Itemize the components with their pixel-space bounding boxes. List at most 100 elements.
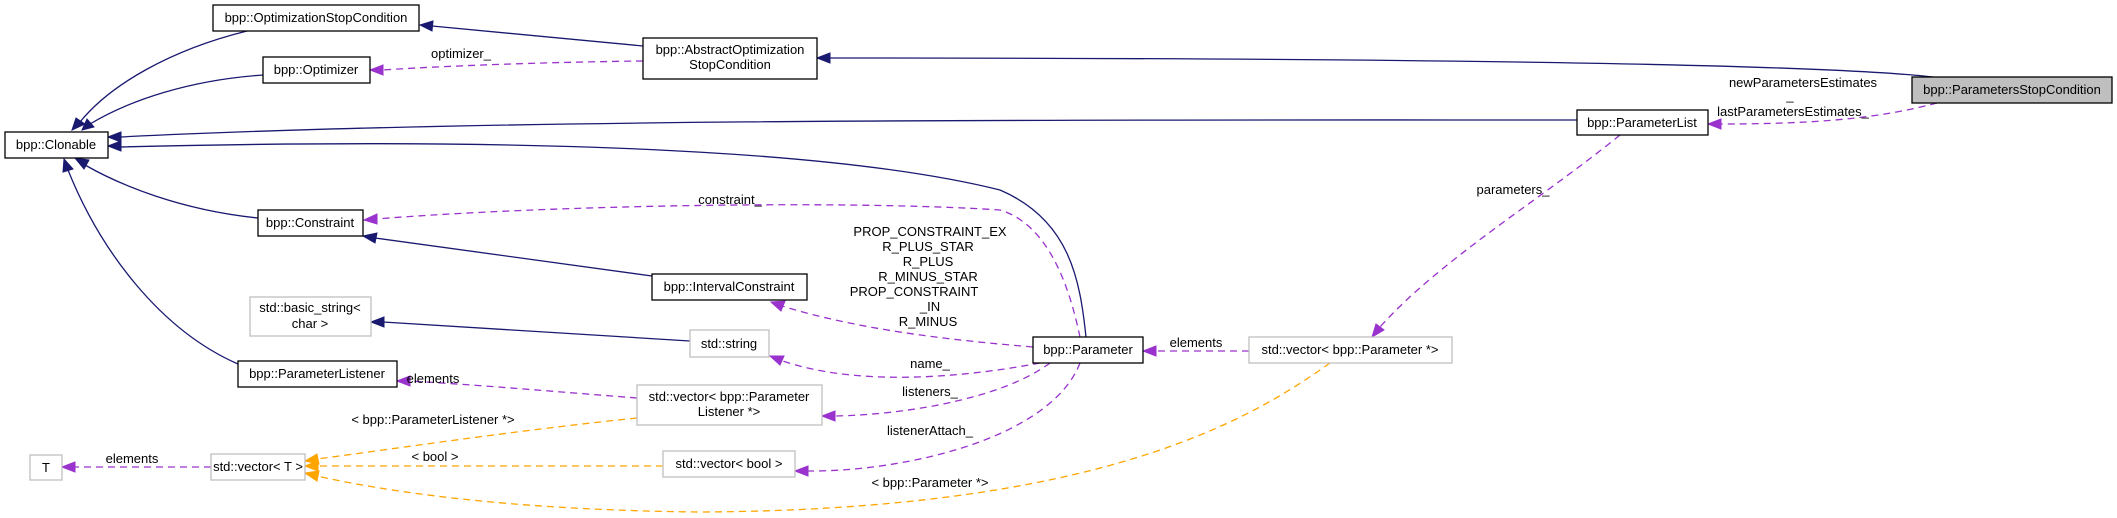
- svg-text:bpp::Parameter: bpp::Parameter: [1043, 342, 1133, 357]
- arrowhead-icon: [769, 300, 786, 312]
- label-elements-listener: elements: [407, 371, 460, 386]
- label-last-parameters-estimates: lastParametersEstimates_: [1717, 104, 1869, 119]
- node-basic-string: std::basic_string< char >: [249, 296, 372, 337]
- edge-usage-constraint: [375, 204, 1081, 338]
- node-optimizer[interactable]: bpp::Optimizer: [262, 56, 371, 84]
- svg-text:T: T: [42, 460, 50, 475]
- label-constant: R_MINUS: [899, 314, 958, 329]
- arrowhead-icon: [815, 52, 831, 64]
- node-abstract-optimization-stop-condition[interactable]: bpp::AbstractOptimization StopCondition: [642, 37, 818, 80]
- node-vector-parameter: std::vector< bpp::Parameter *>: [1248, 336, 1453, 364]
- svg-text:StopCondition: StopCondition: [689, 57, 771, 72]
- edge-inherit-paramlist-clonable: [119, 119, 1578, 138]
- label-optimizer: optimizer_: [431, 46, 492, 61]
- node-optimization-stop-condition[interactable]: bpp::OptimizationStopCondition: [212, 4, 420, 32]
- label-template-bool: < bool >: [412, 449, 459, 464]
- svg-text:bpp::ParameterListener: bpp::ParameterListener: [249, 366, 386, 381]
- label-constants: PROP_CONSTRAINT_EX R_PLUS_STAR R_PLUS R_…: [850, 224, 1007, 329]
- arrowhead-icon: [62, 157, 74, 173]
- svg-text:Listener *>: Listener *>: [698, 404, 761, 419]
- edge-inherit-abstract-optstop: [431, 25, 644, 47]
- arrowhead-icon: [820, 410, 836, 422]
- arrowhead-icon: [1706, 118, 1722, 130]
- edge-usage-elements-listener: [408, 380, 638, 399]
- label-elements-parameter: elements: [1170, 335, 1223, 350]
- arrowhead-icon: [369, 316, 385, 328]
- label-constant: PROP_CONSTRAINT_EX: [853, 224, 1006, 239]
- node-vector-parameter-listener: std::vector< bpp::Parameter Listener *>: [636, 384, 823, 426]
- arrowhead-icon: [106, 131, 122, 143]
- svg-text:std::vector< T >: std::vector< T >: [213, 459, 303, 474]
- svg-text:std::basic_string<: std::basic_string<: [259, 300, 361, 315]
- arrowhead-icon: [60, 461, 76, 473]
- arrowhead-icon: [768, 355, 785, 366]
- svg-text:std::vector< bpp::Parameter: std::vector< bpp::Parameter: [649, 389, 810, 404]
- svg-text:bpp::ParametersStopCondition: bpp::ParametersStopCondition: [1923, 82, 2101, 97]
- node-parameter[interactable]: bpp::Parameter: [1032, 336, 1144, 364]
- arrowhead-icon: [303, 470, 320, 482]
- svg-text:std::vector< bpp::Parameter *>: std::vector< bpp::Parameter *>: [1261, 342, 1438, 357]
- arrowhead-icon: [362, 213, 378, 225]
- label-listener-attach: listenerAttach_: [887, 423, 974, 438]
- arrowhead-icon: [1141, 345, 1157, 357]
- node-vector-bool: std::vector< bool >: [662, 450, 796, 478]
- label-new-parameters-estimates: newParametersEstimates: [1729, 75, 1878, 90]
- arrowhead-icon: [361, 232, 378, 244]
- edge-usage-paramlist: [1719, 102, 1938, 125]
- arrowhead-icon: [1371, 323, 1385, 339]
- node-constraint[interactable]: bpp::Constraint: [257, 209, 364, 237]
- label-constant: PROP_CONSTRAINT: [850, 284, 979, 299]
- svg-text:char >: char >: [292, 316, 329, 331]
- arrowhead-icon: [793, 465, 809, 477]
- label-constant: R_PLUS_STAR: [882, 239, 974, 254]
- svg-text:std::string: std::string: [701, 336, 757, 351]
- edge-inherit-optstop-clonable: [79, 30, 248, 123]
- edge-inherit-constraint-clonable: [84, 164, 259, 219]
- edge-inherit-string-basicstring: [382, 321, 691, 342]
- edge-usage-listeners: [833, 362, 1051, 417]
- arrowhead-icon: [418, 20, 434, 32]
- node-std-string: std::string: [689, 329, 770, 358]
- label-elements-t: elements: [106, 451, 159, 466]
- label-constant: R_PLUS: [903, 254, 954, 269]
- arrowhead-icon: [81, 118, 95, 131]
- edge-usage-listenerattach: [806, 362, 1081, 472]
- arrowhead-icon: [71, 117, 87, 131]
- node-parameters-stop-condition[interactable]: bpp::ParametersStopCondition: [1911, 76, 2113, 104]
- svg-text:bpp::Clonable: bpp::Clonable: [16, 137, 96, 152]
- edge-usage-optimizer: [381, 60, 644, 71]
- edge-usage-parameters: [1379, 134, 1621, 328]
- edge-template-listener: [316, 417, 638, 460]
- edge-inherit-parameter-clonable: [119, 143, 1087, 338]
- edge-template-parameter: [316, 362, 1331, 513]
- arrowhead-icon: [303, 460, 319, 472]
- svg-text:bpp::ParameterList: bpp::ParameterList: [1587, 115, 1697, 130]
- edge-usage-name: [779, 359, 1041, 378]
- label-template-listener: < bpp::ParameterListener *>: [351, 412, 514, 427]
- edge-inherit-paramstop-abstract: [828, 57, 1934, 78]
- svg-text:bpp::Optimizer: bpp::Optimizer: [274, 62, 359, 77]
- label-new-parameters-underscore: _: [1785, 88, 1794, 103]
- node-vector-t: std::vector< T >: [210, 453, 306, 481]
- label-parameters: parameters_: [1477, 182, 1551, 197]
- label-constraint: constraint_: [698, 192, 762, 207]
- label-constant: R_MINUS_STAR: [878, 269, 977, 284]
- node-t: T: [29, 454, 63, 481]
- node-parameter-listener[interactable]: bpp::ParameterListener: [237, 360, 398, 388]
- node-parameter-list[interactable]: bpp::ParameterList: [1576, 109, 1709, 136]
- arrowhead-icon: [106, 140, 122, 152]
- svg-text:bpp::Constraint: bpp::Constraint: [266, 215, 355, 230]
- node-interval-constraint[interactable]: bpp::IntervalConstraint: [651, 273, 808, 301]
- node-clonable[interactable]: bpp::Clonable: [4, 131, 109, 159]
- svg-text:std::vector< bool >: std::vector< bool >: [676, 456, 783, 471]
- edge-inherit-optimizer-clonable: [89, 74, 264, 125]
- label-name: name_: [910, 356, 951, 371]
- edge-inherit-interval-constraint: [374, 237, 653, 277]
- edge-inherit-listener-clonable: [67, 169, 239, 365]
- svg-text:bpp::AbstractOptimization: bpp::AbstractOptimization: [656, 42, 805, 57]
- svg-text:bpp::IntervalConstraint: bpp::IntervalConstraint: [664, 279, 795, 294]
- arrowhead-icon: [395, 375, 411, 387]
- svg-text:bpp::OptimizationStopCondition: bpp::OptimizationStopCondition: [225, 10, 408, 25]
- label-constant: _IN: [919, 299, 940, 314]
